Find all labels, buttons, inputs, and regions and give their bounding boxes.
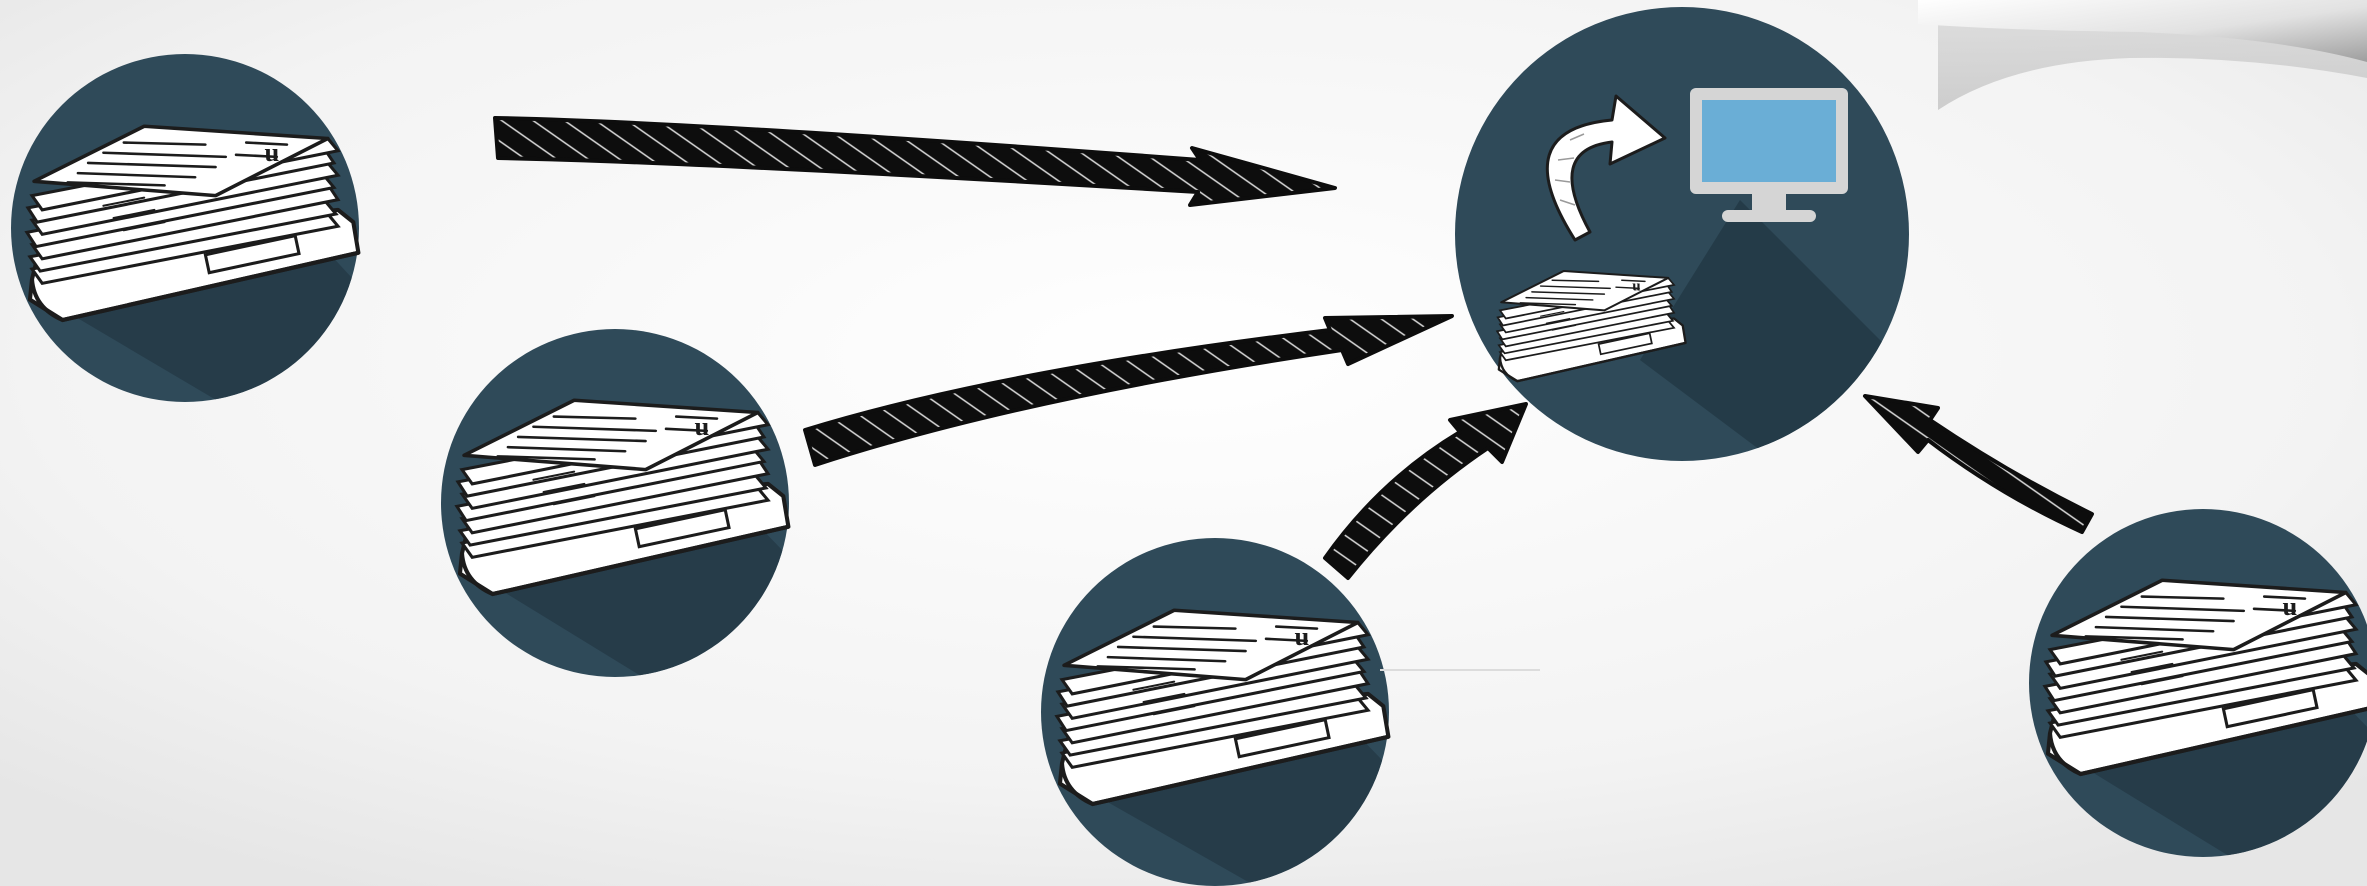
digitization-diagram: u: [0, 0, 2367, 886]
diagram-canvas: u: [0, 0, 2367, 886]
